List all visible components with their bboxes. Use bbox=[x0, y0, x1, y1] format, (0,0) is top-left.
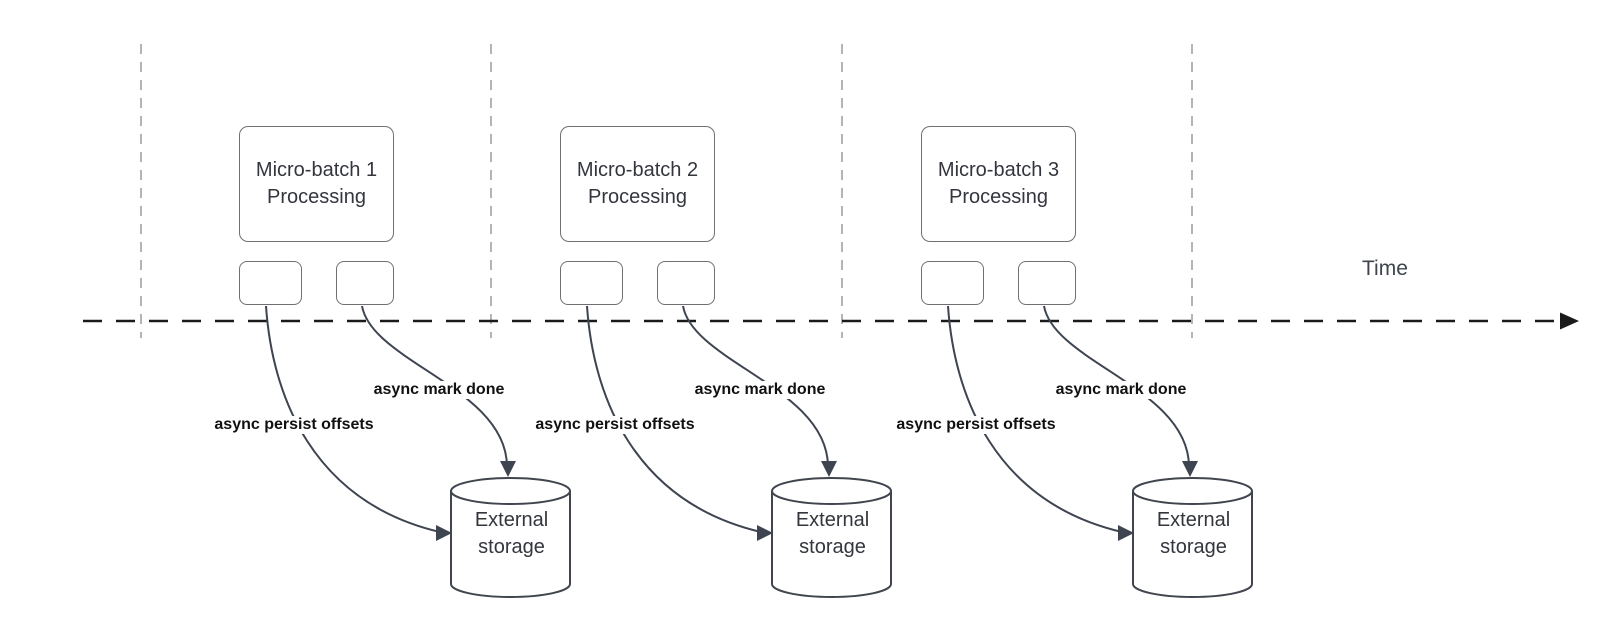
persist-arrowhead-icon bbox=[757, 525, 773, 541]
micro-batch-subtitle: Processing bbox=[588, 186, 687, 208]
external-storage-line2: storage bbox=[478, 536, 545, 558]
async-mark-done-arrow bbox=[682, 305, 829, 467]
batch-group-3: Micro-batch 3 Processing async persist o… bbox=[891, 0, 1261, 642]
commit-task-box bbox=[1018, 261, 1076, 305]
external-storage-cylinder-body bbox=[1132, 491, 1253, 598]
batch-group-1: Micro-batch 1 Processing async persist o… bbox=[209, 0, 579, 642]
persist-arrowhead-icon bbox=[1118, 525, 1134, 541]
mark-done-label: async mark done bbox=[1050, 381, 1192, 399]
persist-offsets-label: async persist offsets bbox=[530, 416, 700, 434]
external-storage-cylinder-top bbox=[1132, 477, 1253, 505]
time-axis-arrowhead-icon bbox=[1560, 312, 1579, 330]
external-storage-label: External storage bbox=[452, 507, 571, 561]
micro-batch-processing-box: Micro-batch 1 Processing bbox=[239, 126, 394, 242]
micro-batch-processing-box: Micro-batch 2 Processing bbox=[560, 126, 715, 242]
done-arrowhead-icon bbox=[500, 461, 516, 477]
external-storage-line1: External bbox=[795, 509, 870, 531]
time-axis-label: Time bbox=[1362, 257, 1408, 280]
mark-done-label: async mark done bbox=[368, 381, 510, 399]
offset-task-box bbox=[921, 261, 984, 305]
external-storage-label: External storage bbox=[1134, 507, 1253, 561]
batch-group-2: Micro-batch 2 Processing async persist o… bbox=[530, 0, 900, 642]
async-mark-done-arrow bbox=[361, 305, 508, 467]
mark-done-label: async mark done bbox=[689, 381, 831, 399]
micro-batch-title: Micro-batch 2 bbox=[576, 159, 699, 181]
async-mark-done-arrow bbox=[1043, 305, 1190, 467]
external-storage-label: External storage bbox=[773, 507, 892, 561]
async-persist-offsets-arrow bbox=[947, 305, 1123, 533]
micro-batch-title: Micro-batch 3 bbox=[937, 159, 1060, 181]
offset-task-box bbox=[560, 261, 623, 305]
external-storage-line2: storage bbox=[1160, 536, 1227, 558]
persist-offsets-label: async persist offsets bbox=[891, 416, 1061, 434]
offset-task-box bbox=[239, 261, 302, 305]
done-arrowhead-icon bbox=[1182, 461, 1198, 477]
micro-batch-subtitle: Processing bbox=[267, 186, 366, 208]
external-storage-cylinder-top bbox=[450, 477, 571, 505]
external-storage-line2: storage bbox=[799, 536, 866, 558]
async-persist-offsets-arrow bbox=[586, 305, 762, 533]
persist-offsets-label: async persist offsets bbox=[209, 416, 379, 434]
external-storage-line1: External bbox=[1156, 509, 1231, 531]
done-arrowhead-icon bbox=[821, 461, 837, 477]
batch-3-graphics bbox=[947, 305, 1253, 598]
batch-2-graphics bbox=[586, 305, 892, 598]
external-storage-cylinder-top bbox=[771, 477, 892, 505]
async-persist-offsets-arrow bbox=[265, 305, 441, 533]
persist-arrowhead-icon bbox=[436, 525, 452, 541]
micro-batch-subtitle: Processing bbox=[949, 186, 1048, 208]
batch-1-graphics bbox=[265, 305, 571, 598]
external-storage-cylinder-body bbox=[450, 491, 571, 598]
commit-task-box bbox=[657, 261, 715, 305]
micro-batch-title: Micro-batch 1 bbox=[255, 159, 378, 181]
micro-batch-processing-box: Micro-batch 3 Processing bbox=[921, 126, 1076, 242]
external-storage-line1: External bbox=[474, 509, 549, 531]
commit-task-box bbox=[336, 261, 394, 305]
external-storage-cylinder-body bbox=[771, 491, 892, 598]
